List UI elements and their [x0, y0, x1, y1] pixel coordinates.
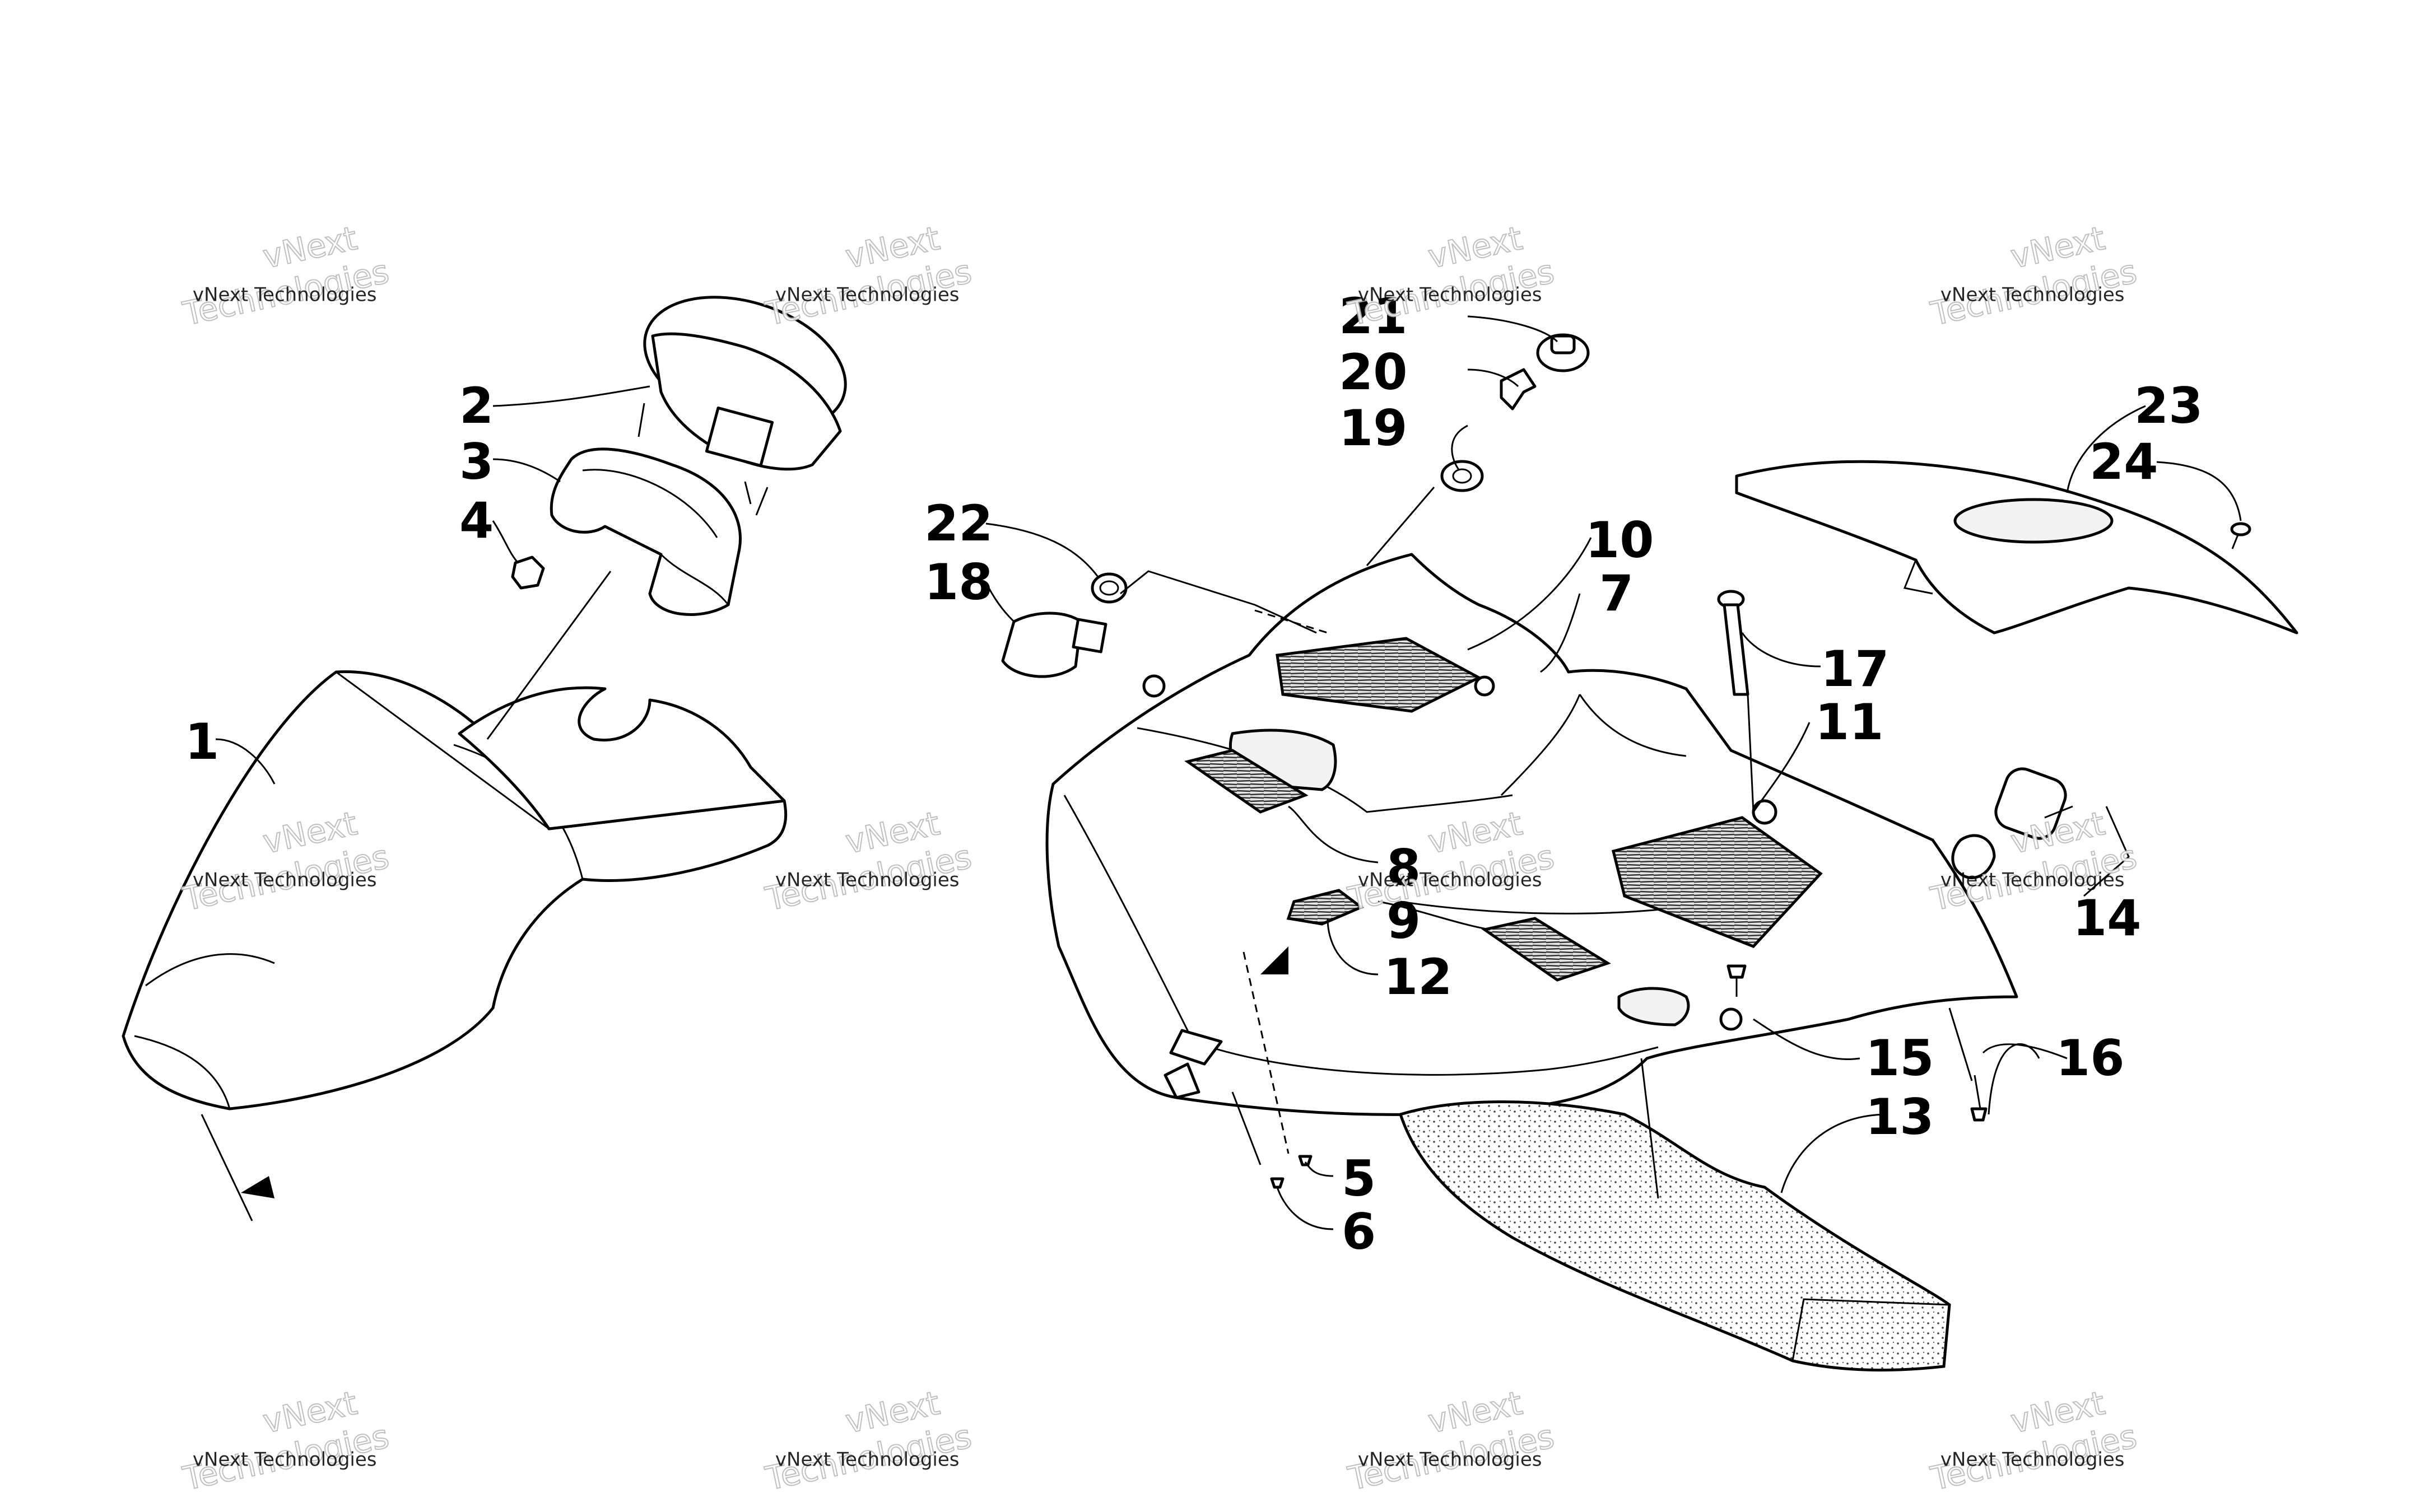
part-24-screw: [2230, 522, 2251, 549]
watermark-9: vNext Technologies vNext Technologies: [179, 1383, 393, 1499]
callout-4: 4: [459, 492, 494, 549]
svg-text:vNext Technologies: vNext Technologies: [1358, 283, 1542, 306]
callout-20: 20: [1339, 343, 1407, 401]
decal-11: [1611, 816, 1823, 948]
callout-22: 22: [924, 494, 993, 552]
callout-6: 6: [1342, 1203, 1376, 1261]
part-3-bracket: [550, 447, 742, 616]
callout-13: 13: [1865, 1088, 1934, 1146]
svg-text:vNext Technologies: vNext Technologies: [193, 1448, 377, 1471]
part-4-nut: [511, 556, 545, 590]
part-12-patch: [1286, 889, 1364, 926]
svg-text:vNext Technologies: vNext Technologies: [1940, 283, 2125, 306]
callout-11: 11: [1815, 693, 1883, 751]
part-21-cap: [1536, 333, 1590, 372]
part-22-ring: [1091, 572, 1128, 604]
callout-5: 5: [1342, 1150, 1376, 1207]
callout-2: 2: [459, 377, 494, 435]
callout-15: 15: [1865, 1029, 1934, 1087]
callout-16: 16: [2056, 1029, 2124, 1087]
callout-9: 9: [1386, 892, 1421, 950]
callout-21: 21: [1339, 287, 1407, 345]
svg-text:vNext Technologies: vNext Technologies: [193, 283, 377, 306]
part-14-lock: [1951, 767, 2067, 879]
svg-text:vNext Technologies: vNext Technologies: [775, 283, 960, 306]
part-18-switch: [1001, 612, 1107, 678]
svg-text:vNext Technologies: vNext Technologies: [1940, 869, 2125, 891]
part-19-ring: [1440, 460, 1484, 492]
part-17-bolt: [1717, 590, 1749, 696]
part-16-screw: [1970, 1075, 1988, 1122]
svg-text:vNext Technologies: vNext Technologies: [1940, 1448, 2125, 1471]
svg-text:vNext Technologies: vNext Technologies: [193, 869, 377, 891]
callout-3: 3: [459, 433, 494, 491]
callout-23: 23: [2134, 377, 2203, 435]
watermark-6: vNext Technologies vNext Technologies: [761, 804, 975, 919]
svg-text:vNext Technologies: vNext Technologies: [1358, 1448, 1542, 1471]
view-arrows: [241, 946, 1288, 1198]
part-23-cover: [1735, 460, 2298, 634]
part-2-gauge: [637, 296, 847, 516]
decal-8: [1184, 749, 1309, 814]
callout-19: 19: [1339, 399, 1407, 457]
svg-text:vNext Technologies: vNext Technologies: [775, 869, 960, 891]
part-20-key: [1500, 368, 1537, 410]
part-13-foam-pad: [1398, 1100, 1951, 1372]
watermark-10: vNext Technologies vNext Technologies: [761, 1383, 975, 1499]
watermark-11: vNext Technologies vNext Technologies: [1344, 1383, 1558, 1499]
callout-14: 14: [2073, 889, 2141, 947]
part-5-screw: [1298, 1155, 1313, 1166]
decal-10: [1276, 637, 1482, 713]
callout-18: 18: [924, 553, 993, 611]
svg-text:vNext Technologies: vNext Technologies: [1358, 869, 1542, 891]
callout-1: 1: [185, 713, 219, 771]
callout-7: 7: [1599, 564, 1634, 622]
leader-lines: [201, 315, 2242, 1230]
part-1-windshield: [122, 670, 788, 1110]
callout-8: 8: [1386, 839, 1421, 897]
watermark-12: vNext Technologies vNext Technologies: [1926, 1383, 2140, 1499]
callout-17: 17: [1821, 640, 1889, 698]
svg-text:vNext Technologies: vNext Technologies: [775, 1448, 960, 1471]
part-6-screw: [1270, 1177, 1285, 1189]
callout-labels: 1 2 3 4 5 6 7 8 9 10 11 12 13 14 15 16 1…: [185, 287, 2203, 1261]
watermark-4: vNext Technologies vNext Technologies: [1926, 218, 2140, 334]
callout-24: 24: [2089, 433, 2158, 491]
svg-text:vNext: vNext: [2007, 804, 2108, 861]
part-15-screw: [1726, 964, 1747, 997]
decal-9: [1481, 917, 1611, 982]
watermark-2: vNext Technologies vNext Technologies: [761, 218, 975, 334]
watermark-1: vNext Technologies vNext Technologies: [179, 218, 393, 334]
callout-10: 10: [1585, 511, 1654, 569]
callout-12: 12: [1384, 948, 1452, 1006]
